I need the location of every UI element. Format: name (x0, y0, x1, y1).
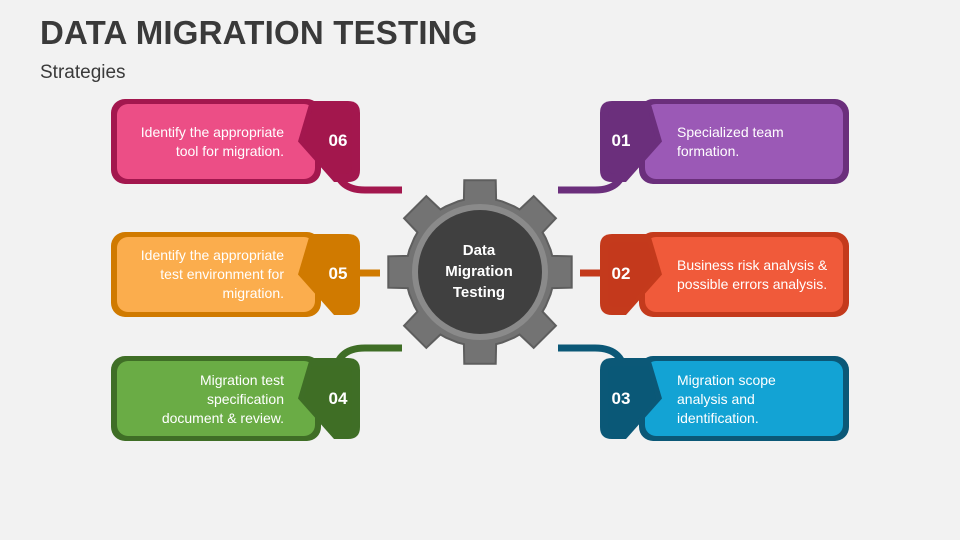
step-number-tab-inner (304, 366, 352, 431)
center-label-line: Data (462, 242, 496, 259)
step-06-number: 06 (328, 131, 348, 150)
step-number-tab-inner (608, 366, 656, 431)
page-title: DATA MIGRATION TESTING (40, 14, 478, 51)
step-card (117, 104, 315, 179)
step-02-text: Business risk analysis & possible errors… (677, 237, 842, 313)
step-04-text: Migration test specification document & … (116, 361, 284, 437)
step-text-line: possible errors analysis. (677, 276, 828, 292)
step-02-number: 02 (611, 264, 631, 283)
step-number-tab-inner (608, 242, 656, 307)
step-number-tab-inner (608, 109, 656, 174)
step-text-line: Identify the appropriate (140, 246, 284, 263)
step-text-line: test environment for (160, 265, 284, 282)
step-text-line: document & review. (161, 409, 284, 426)
step-03-number: 03 (611, 389, 631, 408)
step-01-number: 01 (611, 131, 631, 150)
step-text-line: analysis and (677, 390, 755, 407)
step-number-tab-inner (304, 242, 352, 307)
gear-icon (387, 179, 573, 365)
center-label-line: Migration (445, 263, 513, 280)
gear-core (418, 210, 542, 334)
step-text-line: identification. (677, 409, 759, 426)
step-number-tab-inner (304, 109, 352, 174)
step-text-line: specification (206, 390, 284, 407)
step-text-line: Identify the appropriate (140, 124, 284, 140)
step-card (645, 104, 843, 179)
center-label: Data Migration Testing (418, 240, 540, 303)
center-label-line: Testing (452, 284, 506, 301)
step-card (645, 361, 843, 436)
step-text-line: Migration scope (677, 371, 776, 388)
step-cards (111, 99, 849, 441)
step-text-line: Specialized team (677, 124, 784, 140)
step-text-line: formation. (677, 143, 740, 159)
step-text-line: Business risk analysis & (677, 257, 828, 273)
step-04-number: 04 (328, 389, 348, 408)
step-text-line: tool for migration. (175, 143, 284, 159)
step-text-line: migration. (222, 284, 284, 301)
step-01-text: Specialized team formation. (677, 104, 842, 180)
step-card (645, 237, 843, 312)
page-subtitle: Strategies (40, 62, 126, 83)
step-05-text: Identify the appropriate test environmen… (116, 236, 284, 312)
step-text-line: Migration test (199, 371, 284, 388)
step-card (117, 237, 315, 312)
step-06-text: Identify the appropriate tool for migrat… (116, 104, 284, 180)
step-03-text: Migration scope analysis and identificat… (677, 361, 842, 437)
step-card (117, 361, 315, 436)
step-05-number: 05 (328, 264, 348, 283)
